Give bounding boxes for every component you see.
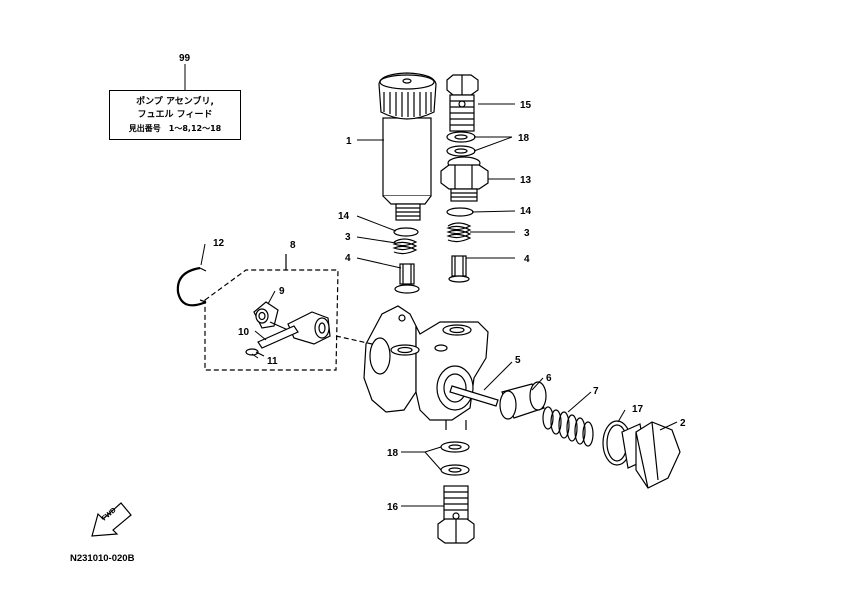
part-18-washers-bottom bbox=[440, 441, 470, 476]
part-11-clip bbox=[245, 348, 265, 357]
callout-11: 11 bbox=[267, 356, 278, 367]
part-14-orings bbox=[393, 207, 474, 237]
part-16-banjo-bolt bbox=[437, 485, 475, 544]
callout-18-top: 18 bbox=[518, 133, 530, 144]
callout-12: 12 bbox=[213, 238, 225, 249]
callout-14-left: 14 bbox=[338, 211, 350, 222]
callout-14-right: 14 bbox=[520, 206, 532, 217]
assembly-reference-box: ポンプ アセンブリ, フュエル フィード 見出番号 1〜8,12〜18 bbox=[109, 90, 241, 140]
callout-3-left: 3 bbox=[345, 232, 351, 243]
part-13-union-fitting bbox=[440, 156, 489, 202]
part-8-group-box bbox=[204, 254, 373, 371]
callout-16: 16 bbox=[387, 502, 399, 513]
part-1-filter-bowl bbox=[378, 72, 437, 221]
callout-4-right: 4 bbox=[524, 254, 530, 265]
callout-7: 7 bbox=[593, 386, 599, 397]
callout-17: 17 bbox=[632, 404, 644, 415]
callout-8: 8 bbox=[290, 240, 296, 251]
part-3-valve-springs bbox=[392, 222, 472, 255]
callout-18-bottom: 18 bbox=[387, 448, 399, 459]
part-5-push-rod bbox=[449, 385, 499, 407]
callout-10: 10 bbox=[238, 327, 250, 338]
part-2-plug-bolt bbox=[621, 421, 681, 489]
part-15-banjo-bolt bbox=[446, 74, 479, 132]
catalog-code: N231010-020B bbox=[70, 553, 135, 564]
callout-5: 5 bbox=[515, 355, 521, 366]
callout-15: 15 bbox=[520, 100, 532, 111]
callout-numbers: 99 1 2 3 3 4 4 5 6 7 8 9 10 11 12 13 14 … bbox=[179, 53, 686, 513]
fwd-arrow-icon bbox=[91, 502, 132, 537]
callout-6: 6 bbox=[546, 373, 552, 384]
assembly-ref-numbers: 見出番号 1〜8,12〜18 bbox=[128, 124, 222, 133]
part-6-sleeve bbox=[499, 381, 547, 420]
callout-9: 9 bbox=[279, 286, 285, 297]
callout-2: 2 bbox=[680, 418, 686, 429]
leader-lines bbox=[184, 64, 678, 507]
part-12-circlip bbox=[176, 266, 207, 307]
part-18-washers-top bbox=[446, 131, 476, 157]
part-7-diaphragm-spring bbox=[542, 406, 594, 447]
callout-4-left: 4 bbox=[345, 253, 351, 264]
part-10-pin bbox=[257, 325, 299, 349]
callout-13: 13 bbox=[520, 175, 532, 186]
assembly-name-line1: ポンプ アセンブリ, bbox=[136, 97, 214, 107]
callout-1: 1 bbox=[346, 136, 352, 147]
assembly-name-line2: フュエル フィード bbox=[137, 110, 213, 120]
callout-3-right: 3 bbox=[524, 228, 530, 239]
pump-body bbox=[363, 305, 489, 430]
callout-99: 99 bbox=[179, 53, 191, 64]
part-9-roller bbox=[253, 301, 279, 329]
rocker-arm bbox=[269, 311, 331, 345]
part-4-check-valves bbox=[394, 255, 470, 294]
